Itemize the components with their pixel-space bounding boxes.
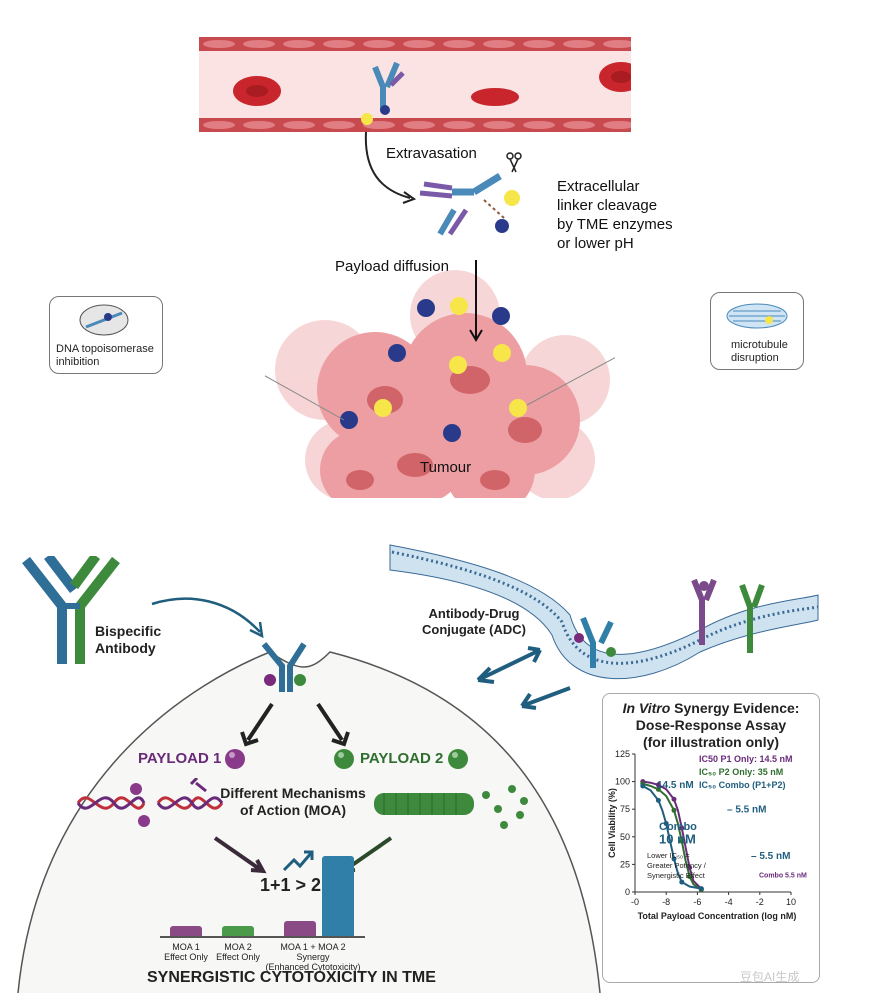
dna-damage-icon	[76, 781, 224, 827]
legend-entry: IC₅₀ Combo (P1+P2)	[699, 780, 785, 790]
panel-title: In Vitro Synergy Evidence: Dose-Response…	[622, 700, 800, 750]
payload2-sphere-icon	[334, 749, 354, 769]
data-point	[655, 786, 661, 792]
y-tick-label: 75	[620, 804, 630, 814]
x-tick-label: -4	[725, 897, 733, 907]
legend-entry: IC₅₀ P2 Only: 35 nM	[699, 767, 783, 777]
data-point	[671, 807, 677, 813]
x-tick-label: -2	[756, 897, 764, 907]
payload2-label: PAYLOAD 2	[360, 750, 444, 767]
y-axis-label: Cell Viability (%)	[607, 788, 617, 858]
data-point	[679, 879, 685, 885]
data-point	[679, 825, 685, 831]
footer-title: SYNERGISTIC CYTOTOXICITY IN TME	[147, 969, 436, 986]
synergy-equation: 1+1 > 2	[260, 875, 322, 895]
extravasation-arrow	[364, 131, 417, 204]
synergy-bar	[170, 926, 202, 936]
scissors-icon	[506, 152, 522, 173]
x-tick-label: -8	[662, 897, 670, 907]
payload-sun-icon	[374, 297, 527, 417]
data-point	[655, 782, 661, 788]
callout-microtubule: microtubule disruption	[710, 292, 804, 370]
payload1-sphere-icon	[225, 749, 245, 769]
series-line	[642, 785, 702, 890]
x-tick-label: -6	[693, 897, 701, 907]
antigen-receptor-icon	[739, 583, 765, 653]
x-axis-label: Total Payload Concentration (log nM)	[638, 911, 797, 921]
y-tick-label: 0	[625, 887, 630, 897]
payload1-label: PAYLOAD 1	[138, 750, 222, 767]
annotation-combo-5-5: Combo 5.5 nM	[759, 873, 807, 880]
adc-in-vessel-icon	[361, 61, 405, 125]
synergy-bar	[222, 926, 254, 936]
data-point	[640, 783, 646, 789]
y-tick-label: 25	[620, 859, 630, 869]
adc-cleavage-icon	[419, 152, 522, 236]
adc-arrows	[476, 646, 571, 710]
tumour-label: Tumour	[420, 459, 472, 476]
microtubule-disruption-icon	[374, 785, 528, 829]
split-arrows	[240, 702, 350, 747]
curved-arrow	[151, 597, 264, 639]
antigen-receptor-icon	[691, 578, 717, 645]
annotation-combo: Combo	[659, 821, 697, 833]
bar-baseline	[160, 936, 365, 938]
payload-star-icon	[340, 299, 510, 442]
adc-label: Antibody-Drug Conjugate (ADC)	[422, 606, 526, 637]
synergy-bar	[322, 856, 354, 936]
data-point	[671, 796, 677, 802]
legend-entry: IC50 P1 Only: 14.5 nM	[699, 754, 793, 764]
dna-cell-icon	[79, 304, 129, 336]
annotation-lower-ic50: Greater Potency /	[647, 861, 707, 870]
synergy-bar	[284, 921, 316, 936]
bispecific-antibody-icon	[22, 556, 120, 664]
x-tick-label: -0	[631, 897, 639, 907]
annotation-5-5b: – 5.5 nM	[751, 851, 790, 862]
x-tick-label: 10	[786, 897, 796, 907]
microtubule-icon	[726, 303, 788, 329]
data-point	[698, 886, 704, 892]
blood-vessel	[199, 37, 631, 132]
cell-membrane	[17, 544, 819, 993]
annotation-lower-ic50: Lower IC₅₀ =	[647, 851, 690, 860]
y-tick-label: 100	[615, 777, 630, 787]
annotation-lower-ic50: Synergistic Effect	[647, 871, 706, 880]
annotation-14-5: 14.5 nM	[657, 780, 694, 791]
tumour-illustration	[265, 260, 615, 498]
data-point	[671, 856, 677, 862]
data-point	[663, 821, 669, 827]
red-blood-cell	[471, 88, 519, 106]
callout-dna-topoisomerase: DNA topoisomerase inhibition	[49, 296, 163, 374]
extravasation-label: Extravasation	[386, 145, 477, 162]
watermark: 豆包AI生成	[740, 970, 800, 984]
annotation-5-5: – 5.5 nM	[727, 805, 766, 816]
internalized-antibody-icon	[261, 642, 307, 692]
adc-in-membrane-icon	[574, 616, 616, 668]
tumour-arrow	[469, 260, 483, 342]
series-line	[642, 782, 702, 891]
series-line	[642, 780, 703, 890]
data-point	[679, 838, 685, 844]
trend-arrow-icon	[282, 850, 314, 872]
bispecific-label: Bispecific Antibody	[95, 623, 162, 656]
data-point	[655, 797, 661, 803]
y-tick-label: 125	[615, 749, 630, 759]
y-tick-label: 50	[620, 832, 630, 842]
data-point	[687, 874, 693, 880]
annotation-10nm: 10 nM	[659, 831, 696, 846]
payload2-sphere-icon	[448, 749, 468, 769]
payload-diffusion-label: Payload diffusion	[335, 258, 449, 275]
cleavage-label: Extracellular linker cleavage by TME enz…	[557, 178, 673, 252]
moa-label: Different Mechanisms of Action (MOA)	[220, 785, 366, 818]
synergy-evidence-panel: In Vitro Synergy Evidence: Dose-Response…	[602, 693, 820, 983]
